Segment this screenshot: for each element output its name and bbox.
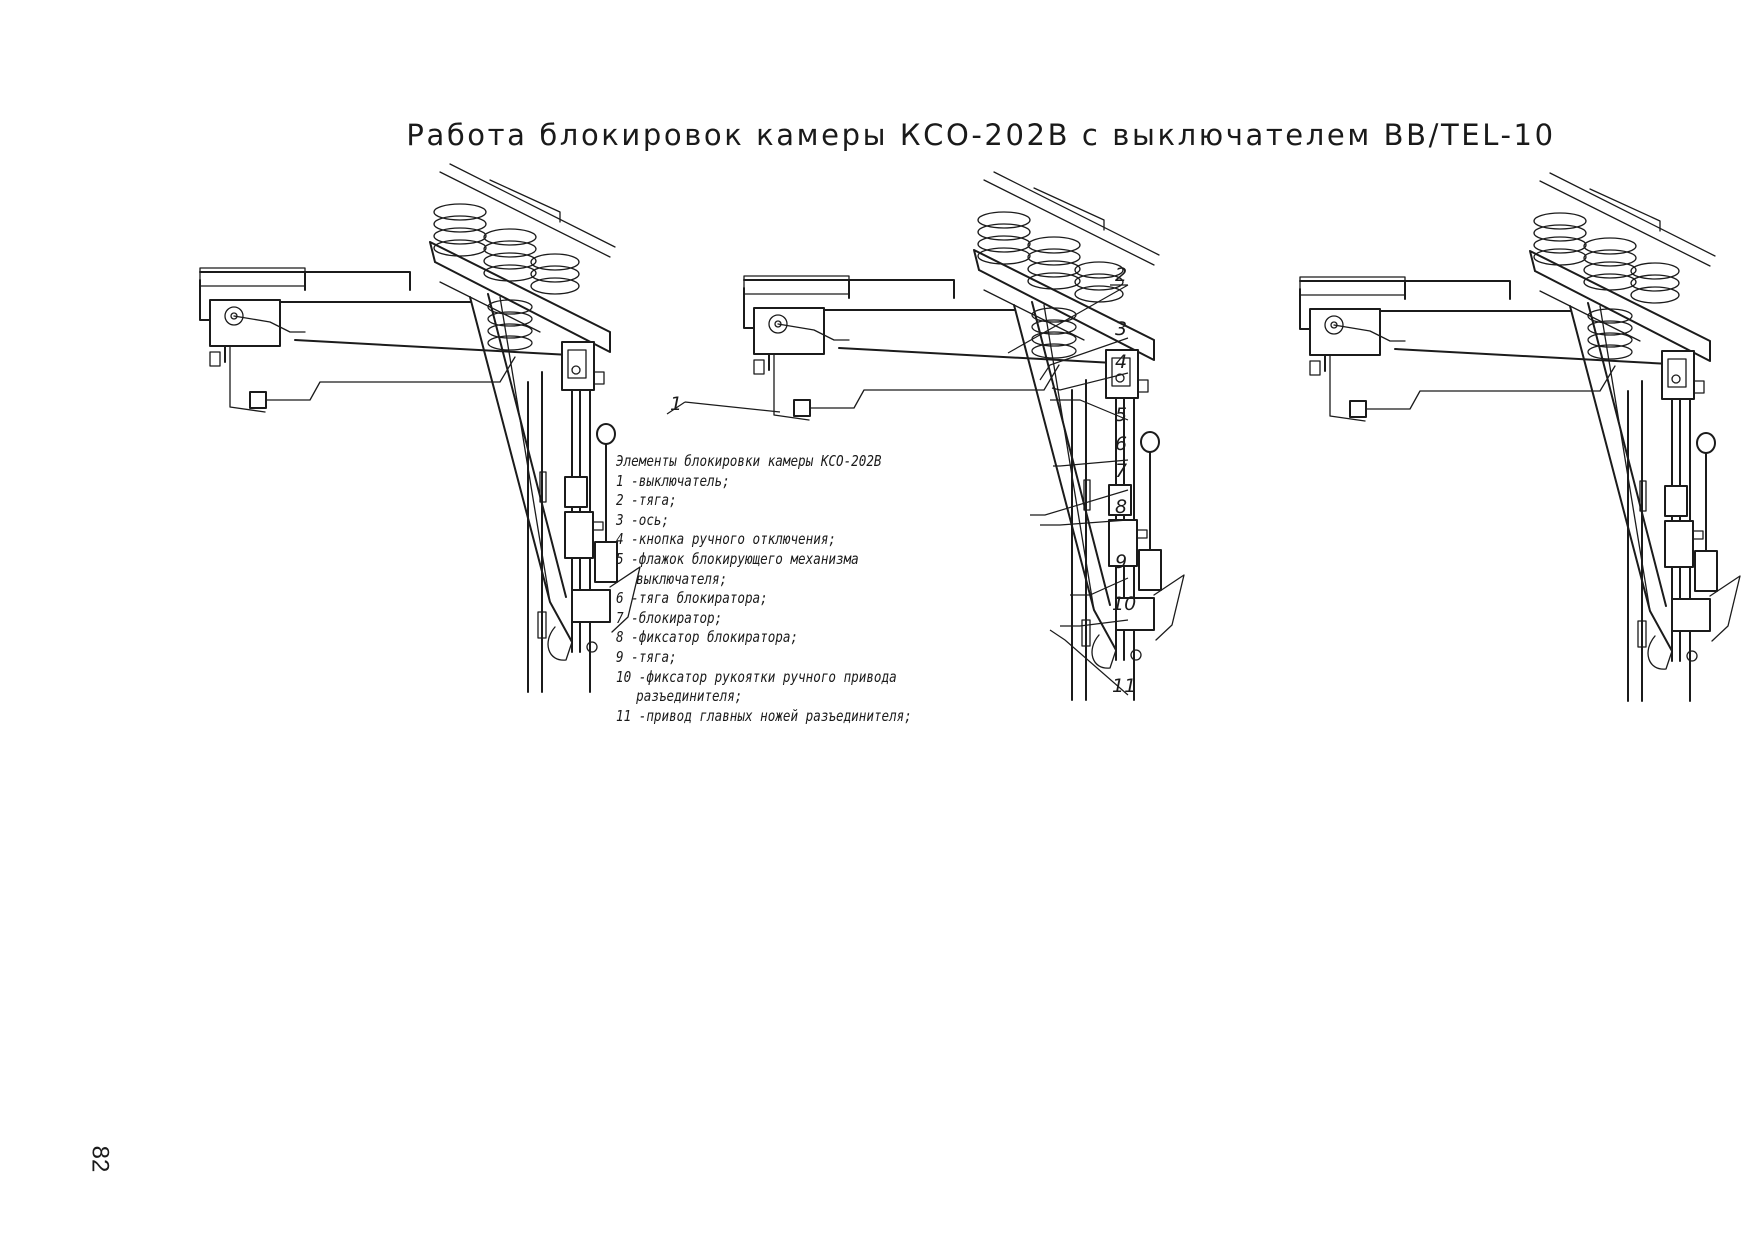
legend-item-4: 4 -кнопка ручного отключения; xyxy=(616,530,837,549)
callout-2: 2 xyxy=(1115,264,1127,286)
legend-item-6: 6 -тяга блокиратора; xyxy=(616,589,768,608)
legend-heading: Элементы блокировки камеры КСО-202В xyxy=(616,452,882,470)
callout-labels: 1 2 3 4 5 6 7 8 9 10 11 xyxy=(670,264,1136,697)
page-title: Работа блокировок камеры КСО-202В с выкл… xyxy=(406,118,1556,152)
legend-item-5: 5 -флажок блокирующего механизма xyxy=(616,549,859,568)
callout-7: 7 xyxy=(1115,460,1127,482)
legend-item-7: 7 -блокиратор; xyxy=(616,608,723,627)
callout-6: 6 xyxy=(1115,433,1127,455)
page-number: 82 xyxy=(86,1145,114,1173)
callout-4: 4 xyxy=(1115,351,1127,373)
legend-item-1: 1 -выключатель; xyxy=(616,471,730,490)
callout-3: 3 xyxy=(1115,318,1127,340)
legend-item-11: 11 -привод главных ножей разъединителя; xyxy=(616,706,912,725)
legend-item-5-cont: выключателя; xyxy=(636,569,728,588)
blocking-view-right xyxy=(1299,172,1741,702)
legend-item-8: 8 -фиксатор блокиратора; xyxy=(616,628,799,647)
callout-5: 5 xyxy=(1115,404,1127,426)
legend-item-10: 10 -фиксатор рукоятки ручного привода xyxy=(616,667,897,686)
legend-item-10-cont: разъединителя; xyxy=(636,687,743,706)
legend-item-2: 2 -тяга; xyxy=(616,491,677,510)
legend-item-9: 9 -тяга; xyxy=(616,647,677,666)
callout-10: 10 xyxy=(1112,593,1136,615)
blocking-view-left xyxy=(199,163,641,693)
callout-1: 1 xyxy=(670,393,682,415)
callout-11: 11 xyxy=(1112,675,1136,697)
callout-8: 8 xyxy=(1115,496,1127,518)
legend-item-3: 3 -ось; xyxy=(616,510,670,529)
callout-leaders xyxy=(666,284,1129,696)
callout-9: 9 xyxy=(1115,551,1127,573)
legend: Элементы блокировки камеры КСО-202В 1 -в… xyxy=(616,452,912,726)
